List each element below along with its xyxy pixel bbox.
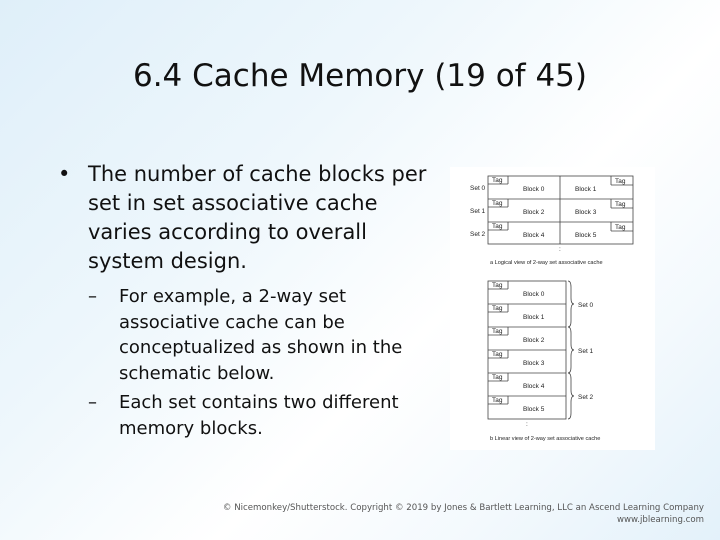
tag-label: Tag: [615, 178, 626, 185]
set-label: Set 0: [470, 185, 486, 192]
tag-label: Tag: [492, 282, 503, 289]
block-label: Block 5: [575, 232, 597, 239]
set-label: Set 0: [578, 302, 594, 309]
block-label: Block 1: [523, 314, 545, 321]
tag-label: Tag: [492, 351, 503, 358]
main-bullet: • The number of cache blocks per set in …: [58, 160, 438, 276]
sub-bullet-text: For example, a 2-way set associative cac…: [119, 286, 403, 384]
sub-bullet-2: – Each set contains two different memory…: [88, 390, 438, 441]
continuation-mark: :: [559, 246, 561, 253]
credit-line: © Nicemonkey/Shutterstock. Copyright © 2…: [222, 503, 704, 513]
block-label: Block 0: [523, 291, 545, 298]
block-label: Block 0: [523, 186, 545, 193]
set-label: Set 2: [470, 231, 486, 238]
logical-caption: a Logical view of 2-way set associative …: [490, 260, 603, 266]
dash-icon: –: [88, 392, 97, 413]
slide-title: 6.4 Cache Memory (19 of 45): [132, 58, 587, 94]
bullet-list: • The number of cache blocks per set in …: [58, 160, 438, 441]
main-bullet-text: The number of cache blocks per set in se…: [88, 162, 427, 273]
continuation-mark: :: [526, 421, 528, 428]
linear-caption: b Linear view of 2-way set associative c…: [490, 436, 600, 442]
tag-label: Tag: [492, 305, 503, 312]
tag-label: Tag: [492, 397, 503, 404]
sub-bullet-text: Each set contains two different memory b…: [119, 392, 399, 439]
block-label: Block 2: [523, 337, 545, 344]
tag-label: Tag: [492, 200, 503, 207]
block-label: Block 3: [575, 209, 597, 216]
set-label: Set 1: [578, 348, 594, 355]
tag-label: Tag: [492, 223, 503, 230]
tag-label: Tag: [615, 224, 626, 231]
tag-label: Tag: [492, 328, 503, 335]
cache-figure: Set 0 Set 1 Set 2 Tag Tag Tag Tag Tag Ta…: [450, 167, 655, 450]
set-label: Set 1: [470, 208, 486, 215]
dash-icon: –: [88, 286, 97, 307]
block-label: Block 3: [523, 360, 545, 367]
block-label: Block 2: [523, 209, 545, 216]
block-label: Block 4: [523, 383, 545, 390]
block-label: Block 4: [523, 232, 545, 239]
block-label: Block 5: [523, 406, 545, 413]
set-label: Set 2: [578, 394, 594, 401]
sub-bullet-1: – For example, a 2-way set associative c…: [88, 284, 438, 386]
block-label: Block 1: [575, 186, 597, 193]
bullet-dot-icon: •: [58, 162, 71, 186]
credit-url: www.jblearning.com: [616, 514, 704, 525]
tag-label: Tag: [492, 177, 503, 184]
tag-label: Tag: [615, 201, 626, 208]
cache-schematic: Set 0 Set 1 Set 2 Tag Tag Tag Tag Tag Ta…: [470, 175, 634, 442]
tag-label: Tag: [492, 374, 503, 381]
copyright-credit: © Nicemonkey/Shutterstock. Copyright © 2…: [223, 503, 704, 526]
